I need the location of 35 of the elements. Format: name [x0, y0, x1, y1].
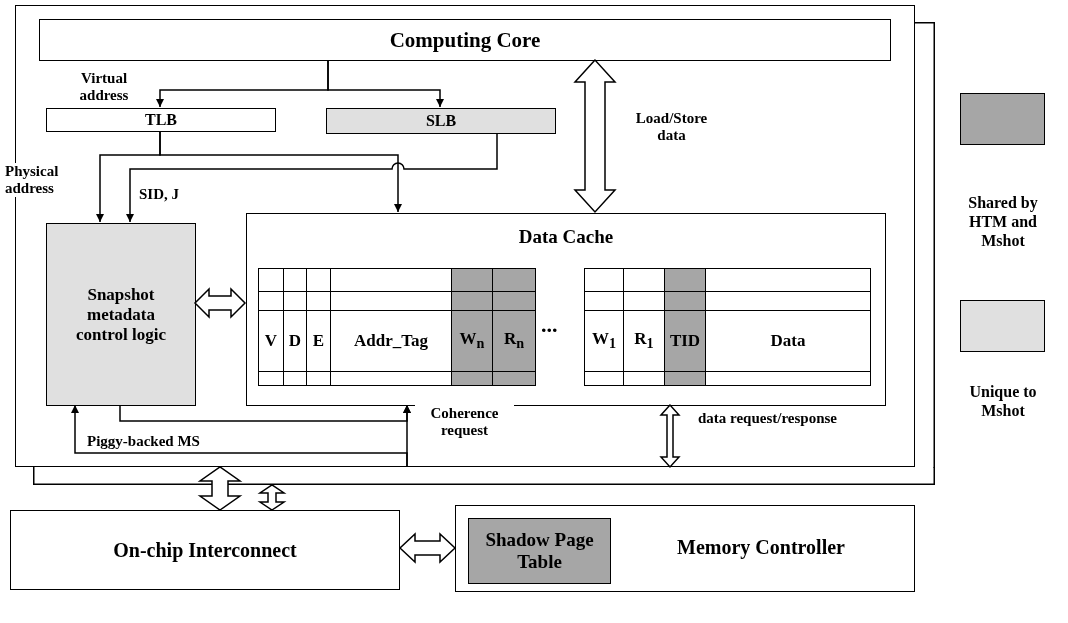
table-cell: E: [306, 310, 331, 372]
table-cell: V: [258, 310, 284, 372]
block-arrow: [197, 466, 243, 511]
legend-label: Shared by HTM and Mshot: [967, 193, 1039, 250]
table-cell: R$_{1}$: [623, 310, 665, 372]
block-arrow: [573, 58, 617, 214]
core-box: Computing Core: [39, 19, 891, 61]
ellipsis-text: ...: [541, 312, 558, 338]
table-cell: Data: [705, 310, 871, 372]
tlb-box: TLB: [46, 108, 276, 132]
arrow: [327, 59, 444, 108]
arrow: [126, 132, 498, 223]
block-arrow: [659, 403, 681, 469]
data-cache-box: [246, 213, 886, 406]
memory-controller-box: [455, 505, 915, 592]
table-cell: W$_{1}$: [584, 310, 624, 372]
box-title: Memory Controller: [676, 536, 846, 559]
cache-title: Data Cache: [517, 226, 615, 248]
legend-label: Unique to Mshot: [968, 382, 1038, 420]
table-cell: W$_{n}$: [451, 310, 493, 372]
block-arrow: [193, 287, 247, 319]
table-cell: D: [283, 310, 307, 372]
stacked-panel: [33, 467, 935, 485]
block-arrow: [257, 484, 287, 511]
interconnect-box: On-chip Interconnect: [10, 510, 400, 590]
control-logic-box: Snapshot metadata control logic: [46, 223, 196, 406]
page-table-box: Shadow Page Table: [468, 518, 611, 584]
edge-label: Coherence request: [415, 405, 514, 439]
arrow: [71, 404, 408, 468]
table-cell: Addr_Tag: [330, 310, 452, 372]
table-cell: TID: [664, 310, 706, 372]
slb-box: SLB: [326, 108, 556, 134]
block-arrow: [398, 532, 457, 564]
table-cell: R$_{n}$: [492, 310, 536, 372]
arrow: [159, 130, 402, 213]
